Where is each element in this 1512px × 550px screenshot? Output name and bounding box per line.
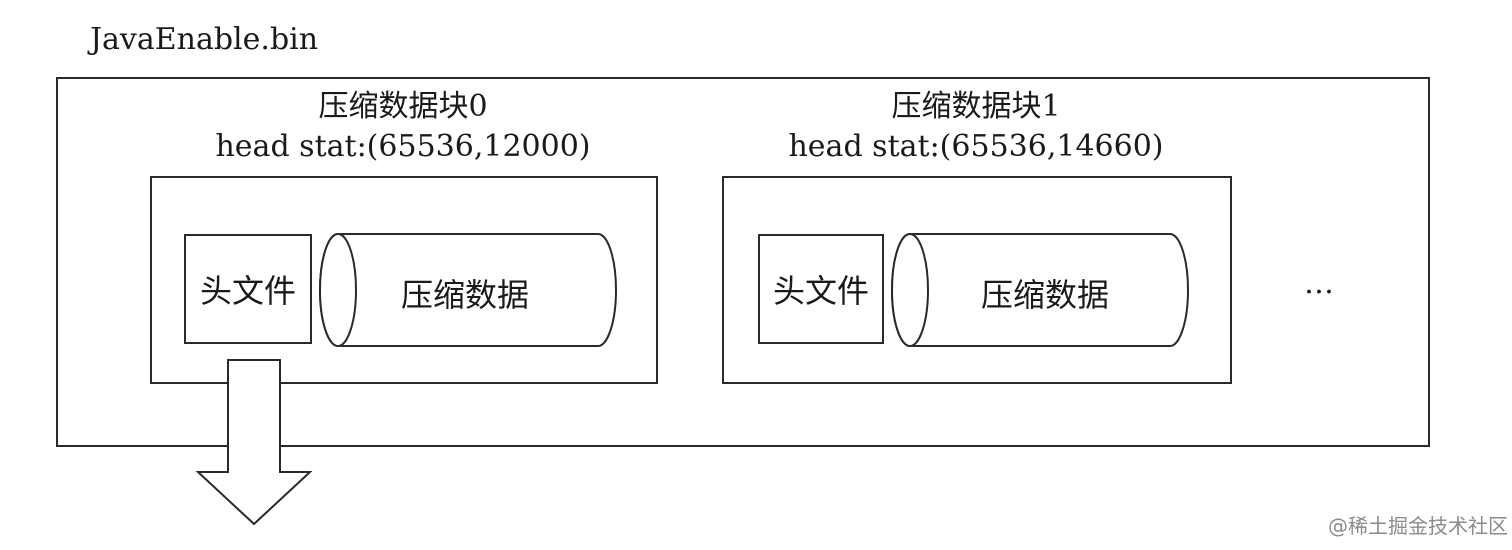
- block-0-data-label: 压缩数据: [400, 276, 529, 314]
- file-container: [56, 77, 1430, 447]
- block-1-data-label: 压缩数据: [980, 276, 1109, 314]
- block-0-header-label: 头文件: [199, 272, 296, 310]
- block-1-data-cylinder: [891, 233, 1189, 347]
- continuation-ellipsis: …: [1304, 266, 1334, 301]
- block-0-head-stat: head stat:(65536,12000): [215, 129, 591, 164]
- block-0-header-box: 头文件: [184, 234, 312, 344]
- block-0-title: 压缩数据块0: [318, 89, 488, 124]
- down-arrow-icon: [195, 359, 313, 526]
- block-0-data-cylinder: [319, 233, 617, 347]
- watermark: @稀土掘金技术社区: [1328, 514, 1508, 538]
- block-1-title: 压缩数据块1: [891, 89, 1061, 124]
- file-name-label: JavaEnable.bin: [90, 22, 319, 57]
- block-1-header-label: 头文件: [772, 272, 869, 310]
- block-1-header-box: 头文件: [758, 234, 884, 344]
- block-1-head-stat: head stat:(65536,14660): [788, 129, 1164, 164]
